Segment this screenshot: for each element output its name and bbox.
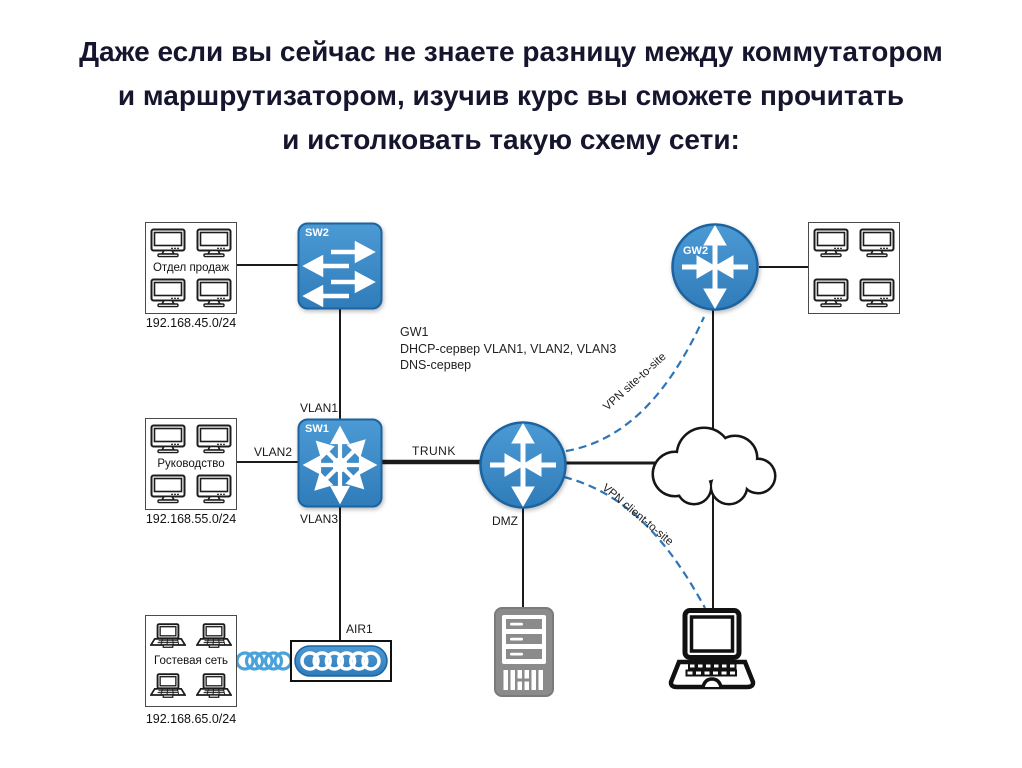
host-group-management: Руководство bbox=[145, 418, 237, 510]
group-label-sales: Отдел продаж bbox=[152, 262, 230, 274]
switch-sw1: SW1 bbox=[297, 418, 383, 508]
desktop-icon bbox=[859, 278, 895, 308]
vlan1-label: VLAN1 bbox=[300, 401, 339, 415]
vlan2-label: VLAN2 bbox=[254, 445, 293, 459]
trunk-label: TRUNK bbox=[412, 444, 456, 458]
host-group-sales: Отдел продаж bbox=[145, 222, 237, 314]
subnet-label-management: 192.168.55.0/24 bbox=[145, 512, 237, 526]
desktop-icon bbox=[196, 278, 232, 308]
gw1-note: GW1 DHCP-сервер VLAN1, VLAN2, VLAN3 DNS-… bbox=[400, 324, 616, 374]
group-label-remote bbox=[813, 262, 895, 274]
desktop-icon bbox=[150, 474, 186, 504]
router-gw2-label: GW2 bbox=[683, 245, 709, 257]
access-point-air1 bbox=[290, 640, 392, 682]
gw1-note-dns: DNS-сервер bbox=[400, 358, 472, 372]
desktop-icon bbox=[196, 228, 232, 258]
desktop-icon bbox=[150, 424, 186, 454]
host-group-remote bbox=[808, 222, 900, 314]
gw1-note-name: GW1 bbox=[400, 325, 429, 339]
dmz-server-icon bbox=[493, 606, 555, 698]
desktop-icon bbox=[813, 278, 849, 308]
dmz-label: DMZ bbox=[492, 514, 518, 528]
group-label-guest: Гостевая сеть bbox=[154, 655, 228, 667]
router-gw2: GW2 bbox=[670, 222, 760, 312]
desktop-icon bbox=[859, 228, 895, 258]
wireless-signal-icon bbox=[235, 651, 293, 671]
switch-sw2: SW2 bbox=[297, 222, 383, 310]
desktop-icon bbox=[150, 228, 186, 258]
air1-label: AIR1 bbox=[346, 622, 373, 636]
laptop-icon bbox=[196, 671, 232, 701]
subnet-label-sales: 192.168.45.0/24 bbox=[145, 316, 237, 330]
internet-cloud-icon bbox=[636, 410, 781, 515]
switch-sw2-label: SW2 bbox=[305, 227, 329, 239]
page-title-line3: и истолковать такую схему сети: bbox=[282, 124, 740, 155]
laptop-icon bbox=[150, 621, 186, 651]
desktop-icon bbox=[196, 424, 232, 454]
desktop-icon bbox=[196, 474, 232, 504]
router-gw1 bbox=[478, 420, 568, 510]
laptop-icon bbox=[196, 621, 232, 651]
page-title-line2: и маршрутизатором, изучив курс вы сможет… bbox=[117, 80, 905, 111]
group-label-management: Руководство bbox=[157, 458, 225, 470]
desktop-icon bbox=[150, 278, 186, 308]
vlan3-label: VLAN3 bbox=[300, 512, 339, 526]
desktop-icon bbox=[813, 228, 849, 258]
switch-sw1-label: SW1 bbox=[305, 423, 329, 435]
remote-laptop-icon bbox=[664, 608, 760, 698]
laptop-icon bbox=[150, 671, 186, 701]
subnet-label-guest: 192.168.65.0/24 bbox=[145, 712, 237, 726]
host-group-guest: Гостевая сеть bbox=[145, 615, 237, 707]
page-title-line1: Даже если вы сейчас не знаете разницу ме… bbox=[79, 36, 943, 67]
gw1-note-dhcp: DHCP-сервер VLAN1, VLAN2, VLAN3 bbox=[400, 341, 617, 356]
page-title: Даже если вы сейчас не знаете разницу ме… bbox=[0, 30, 1022, 162]
